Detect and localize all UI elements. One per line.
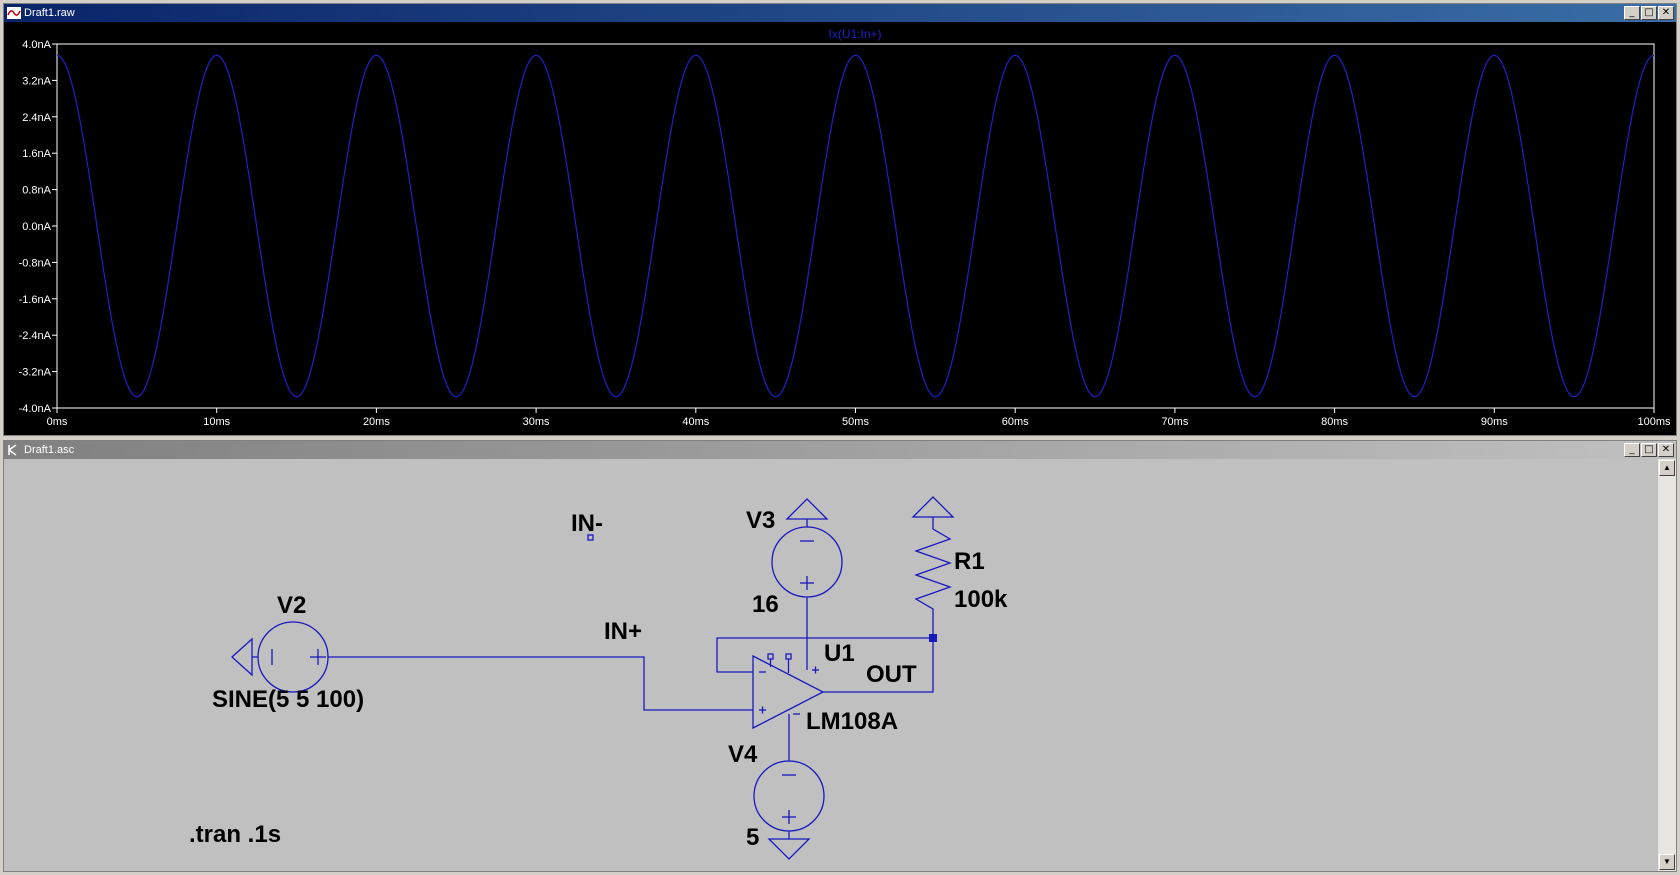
close-button[interactable]: ✕ (1658, 6, 1674, 20)
y-tick-label: -0.8nA (19, 257, 52, 269)
y-tick-label: 0.0nA (22, 221, 51, 233)
opamp-u1[interactable] (752, 654, 825, 730)
scroll-up-button[interactable]: ▲ (1659, 460, 1675, 476)
plot-window-title: Draft1.raw (24, 7, 75, 19)
label-u1-value[interactable]: LM108A (806, 708, 898, 735)
schematic-drawing[interactable]: IN- IN+ OUT V2 SINE(5 5 100) V3 16 V4 5 … (4, 459, 1658, 871)
wire-in-plus[interactable] (328, 656, 753, 711)
plot-window: Draft1.raw _ □ ✕ Ix(U1:In+) 4.0nA 3.2nA 2.… (3, 3, 1677, 436)
y-tick-label: 1.6nA (22, 148, 51, 160)
x-tick-label: 90ms (1481, 416, 1508, 428)
y-tick-label: -2.4nA (19, 330, 52, 342)
scroll-down-button[interactable]: ▼ (1659, 854, 1675, 870)
y-tick-label: 4.0nA (22, 39, 51, 51)
schematic-canvas[interactable]: IN- IN+ OUT V2 SINE(5 5 100) V3 16 V4 5 … (4, 459, 1658, 871)
wire-out[interactable] (823, 638, 934, 693)
plot-window-titlebar[interactable]: Draft1.raw _ □ ✕ (4, 4, 1676, 22)
x-tick-label: 40ms (682, 416, 709, 428)
spice-directive[interactable]: .tran .1s (189, 821, 281, 848)
label-r1[interactable]: R1 (954, 548, 985, 575)
close-button[interactable]: ✕ (1658, 443, 1674, 457)
ground-symbol-r1 (911, 496, 955, 518)
label-in-plus[interactable]: IN+ (604, 618, 642, 645)
x-axis-ticks: 0ms 10ms 20ms 30ms 40ms 50ms 60ms 70ms 80ms 90ms 1… (47, 408, 1671, 428)
x-tick-label: 50ms (842, 416, 869, 428)
minimize-button[interactable]: _ (1624, 6, 1640, 20)
source-v4[interactable] (753, 760, 825, 832)
minimize-button[interactable]: _ (1624, 443, 1640, 457)
schematic-window-title: Draft1.asc (24, 444, 75, 456)
schematic-window-titlebar[interactable]: Draft1.asc _ □ ✕ (4, 441, 1676, 459)
y-tick-label: 0.8nA (22, 185, 51, 197)
label-v3[interactable]: V3 (746, 507, 775, 534)
source-v3[interactable] (771, 526, 843, 598)
x-tick-label: 20ms (363, 416, 390, 428)
y-tick-label: -1.6nA (19, 294, 52, 306)
label-in-minus[interactable]: IN- (571, 510, 603, 537)
label-r1-value[interactable]: 100k (954, 586, 1008, 613)
x-tick-label: 0ms (47, 416, 68, 428)
waveform-plot[interactable]: Ix(U1:In+) 4.0nA 3.2nA 2.4nA 1.6nA 0.8nA 0.0n… (4, 22, 1676, 435)
ground-symbol-v3 (785, 498, 829, 520)
plot-frame (56, 43, 1655, 409)
resistor-r1[interactable] (914, 517, 952, 638)
x-tick-label: 70ms (1161, 416, 1188, 428)
schematic-icon (7, 443, 21, 457)
series-line-ix-u1-inplus (56, 54, 1655, 398)
y-tick-label: 2.4nA (22, 112, 51, 124)
schematic-window: Draft1.asc _ □ ✕ (3, 440, 1677, 872)
label-u1[interactable]: U1 (824, 640, 855, 667)
vertical-scrollbar[interactable]: ▲ ▼ (1658, 459, 1676, 871)
label-v4-value[interactable]: 5 (746, 824, 759, 851)
x-tick-label: 30ms (523, 416, 550, 428)
maximize-button[interactable]: □ (1641, 443, 1657, 457)
label-out[interactable]: OUT (866, 661, 917, 688)
label-v2-value[interactable]: SINE(5 5 100) (212, 686, 364, 713)
plot-area[interactable]: Ix(U1:In+) 4.0nA 3.2nA 2.4nA 1.6nA 0.8nA 0.0n… (4, 22, 1676, 435)
y-axis-ticks: 4.0nA 3.2nA 2.4nA 1.6nA 0.8nA 0.0nA -0.8nA -1.6… (19, 39, 57, 415)
x-tick-label: 80ms (1321, 416, 1348, 428)
ground-symbol-v4 (767, 838, 811, 860)
y-tick-label: 3.2nA (22, 75, 51, 87)
label-v3-value[interactable]: 16 (752, 591, 779, 618)
y-tick-label: -4.0nA (19, 403, 52, 415)
label-v2[interactable]: V2 (277, 592, 306, 619)
x-tick-label: 10ms (203, 416, 230, 428)
x-tick-label: 100ms (1637, 416, 1671, 428)
label-v4[interactable]: V4 (728, 741, 758, 768)
x-tick-label: 60ms (1002, 416, 1029, 428)
y-tick-label: -3.2nA (19, 367, 52, 379)
wire-junction (929, 634, 937, 642)
maximize-button[interactable]: □ (1641, 6, 1657, 20)
source-v2[interactable] (257, 621, 329, 693)
wire-feedback[interactable] (716, 637, 933, 673)
net-flag-in-minus[interactable] (587, 534, 594, 541)
trace-label[interactable]: Ix(U1:In+) (828, 27, 881, 41)
ground-symbol-v2 (231, 637, 258, 677)
waveform-icon (7, 6, 21, 20)
